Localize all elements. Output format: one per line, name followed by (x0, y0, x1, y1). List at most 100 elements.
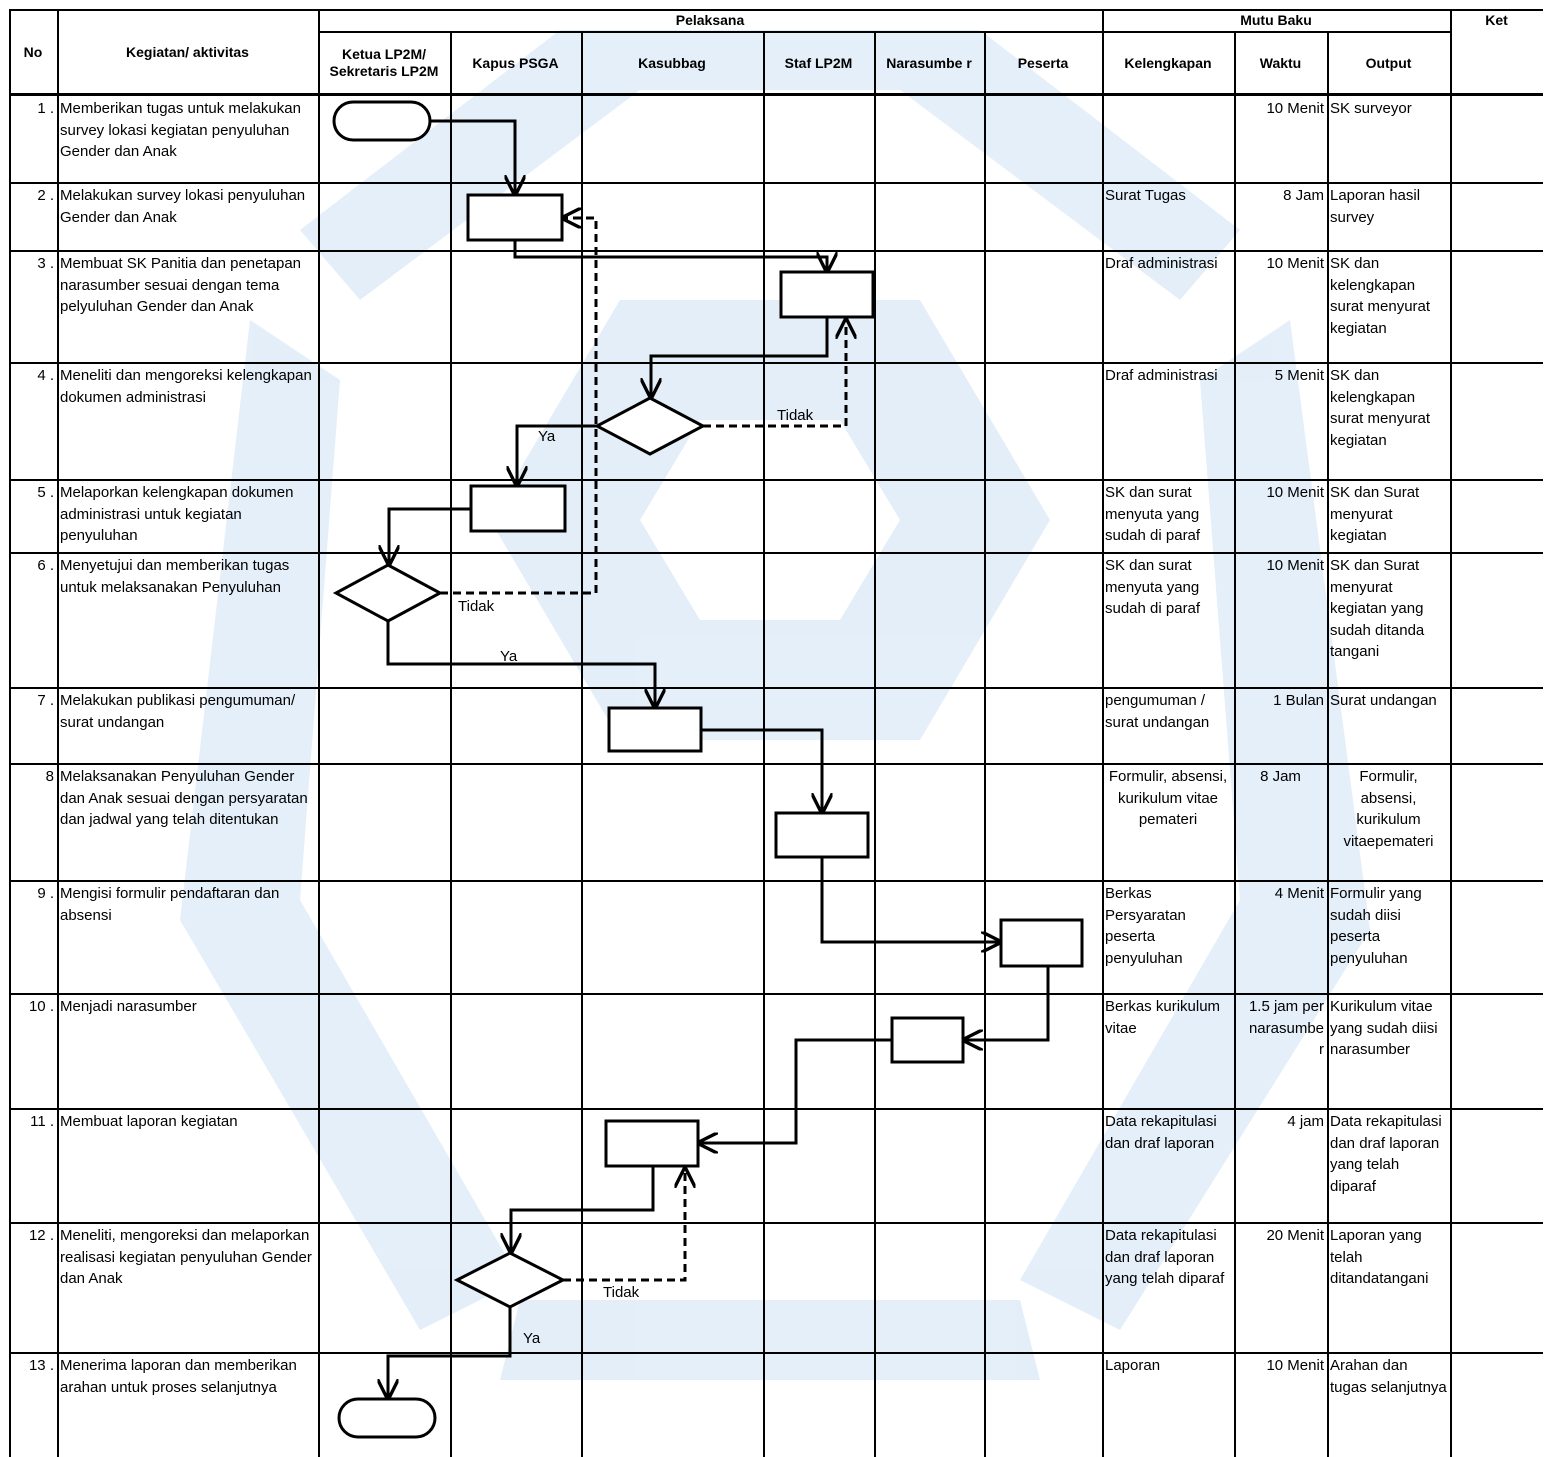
decision-no-label: Tidak (603, 1284, 640, 1301)
column-header-no: No (23, 43, 43, 60)
grid-line (9, 1352, 1543, 1354)
waktu-text: 1.5 jam per narasumber (1248, 998, 1324, 1058)
decision-diamond (593, 396, 707, 456)
row-number: 12 . (28, 1227, 54, 1244)
flow-arrow (517, 424, 597, 485)
grid-line (1234, 31, 1236, 1457)
waktu-text: 10 Menit (1266, 255, 1324, 272)
output-text: Laporan hasil survey (1330, 187, 1421, 226)
row-number: 10 . (28, 998, 54, 1015)
activity-text: Menerima laporan dan memberikan arahan u… (60, 1357, 297, 1396)
kelengkapan-text: Berkas kurikulum vitae (1105, 998, 1221, 1037)
grid-line (9, 552, 1543, 554)
grid-line (1102, 9, 1104, 1457)
grid-line (1450, 9, 1452, 1457)
flow-arrow (430, 119, 515, 194)
grid-line (57, 9, 59, 1457)
grid-line (984, 31, 986, 1457)
flow-arrow (513, 240, 827, 271)
grid-line (450, 31, 452, 1457)
row-number: 11 . (30, 1113, 54, 1130)
grid-line (318, 31, 1450, 33)
feedback-arrow (563, 1169, 685, 1282)
grid-line (581, 31, 583, 1457)
waktu-text: 5 Menit (1274, 367, 1324, 384)
process-box (779, 270, 875, 319)
output-text: SK dan Surat menyurat kegiatan yang suda… (1330, 557, 1425, 660)
output-text: Formulir yang sudah diisi peserta penyul… (1330, 885, 1422, 967)
grid-line (9, 687, 1543, 689)
flow-arrow (386, 621, 655, 707)
activity-text: Melaksanakan Penyuluhan Gender dan Anak … (60, 768, 308, 828)
activity-text: Menjadi narasumber (60, 998, 197, 1015)
activity-text: Meneliti, mengoreksi dan melaporkan real… (60, 1227, 312, 1287)
decision-no-label: Tidak (458, 598, 495, 615)
grid-line (9, 9, 1543, 11)
kelengkapan-text: SK dan surat menyuta yang sudah di paraf (1105, 557, 1201, 617)
lane-header-kasubbag: Kasubbag (638, 54, 706, 71)
start-terminator (332, 100, 432, 142)
output-text: Arahan dan tugas selanjutnya (1330, 1357, 1447, 1396)
output-text: SK dan Surat menyurat kegiatan (1330, 484, 1420, 544)
column-header-kelengkapan: Kelengkapan (1124, 54, 1212, 71)
process-box (890, 1016, 965, 1064)
row-number: 6 . (37, 557, 54, 574)
flow-arrow (699, 1038, 892, 1143)
waktu-text: 10 Menit (1266, 557, 1324, 574)
kelengkapan-text: Draf administrasi (1105, 367, 1218, 384)
activity-text: Mengisi formulir pendaftaran dan absensi (60, 885, 280, 924)
lane-header-peserta: Peserta (1017, 54, 1069, 71)
row-number: 8 (45, 768, 54, 785)
kelengkapan-text: SK dan surat menyuta yang sudah di paraf (1105, 484, 1201, 544)
end-terminator (337, 1397, 437, 1439)
flow-arrow (701, 728, 822, 812)
grid-line (9, 763, 1543, 765)
lane-header-kapus: Kapus PSGA (472, 54, 559, 71)
flow-arrow (511, 1166, 655, 1252)
kelengkapan-text: Surat Tugas (1105, 187, 1186, 204)
row-number: 7 . (37, 692, 54, 709)
decision-diamond (453, 1251, 567, 1309)
output-text: SK dan kelengkapan surat menyurat kegiat… (1330, 367, 1431, 449)
grid-line (9, 362, 1543, 364)
column-header-output: Output (1365, 54, 1412, 71)
grid-line (9, 1108, 1543, 1110)
column-header-kegiatan: Kegiatan/ aktivitas (126, 43, 249, 60)
activity-text: Membuat laporan kegiatan (60, 1113, 238, 1130)
row-number: 1 . (37, 100, 54, 117)
waktu-text: 8 Jam (1283, 187, 1324, 204)
kelengkapan-text: Formulir, absensi, kurikulum vitae pemat… (1108, 768, 1228, 828)
decision-yes-label: Ya (538, 428, 556, 445)
activity-text: Melaporkan kelengkapan dokumen administr… (60, 484, 294, 544)
flow-arrow (389, 507, 471, 564)
grid-line (9, 993, 1543, 995)
waktu-text: 10 Menit (1266, 484, 1324, 501)
grid-line (9, 182, 1543, 184)
waktu-text: 10 Menit (1266, 100, 1324, 117)
activity-text: Melakukan survey lokasi penyuluhan Gende… (60, 187, 306, 226)
flow-arrow (651, 317, 829, 397)
row-number: 2 . (37, 187, 54, 204)
output-text: SK dan kelengkapan surat menyurat kegiat… (1330, 255, 1431, 337)
process-box (999, 918, 1084, 968)
column-header-waktu: Waktu (1259, 54, 1302, 71)
grid-line (9, 479, 1543, 481)
output-text: SK surveyor (1330, 100, 1412, 117)
row-number: 3 . (37, 255, 54, 272)
kelengkapan-text: Data rekapitulasi dan draf laporan yang … (1105, 1227, 1225, 1287)
grid-line (318, 9, 320, 1457)
grid-line (1327, 31, 1329, 1457)
grid-line (874, 31, 876, 1457)
row-number: 5 . (37, 484, 54, 501)
flow-arrow (964, 966, 1050, 1040)
kelengkapan-text: Berkas Persyaratan peserta penyuluhan (1105, 885, 1186, 967)
waktu-text: 1 Bulan (1273, 692, 1324, 709)
grid-line (9, 880, 1543, 882)
grid-line (9, 93, 1543, 96)
feedback-arrow (703, 320, 846, 428)
lane-header-narasumber: Narasumbe r (886, 54, 972, 71)
column-header-ket: Ket (1485, 12, 1508, 28)
flow-arrow (820, 857, 1000, 942)
